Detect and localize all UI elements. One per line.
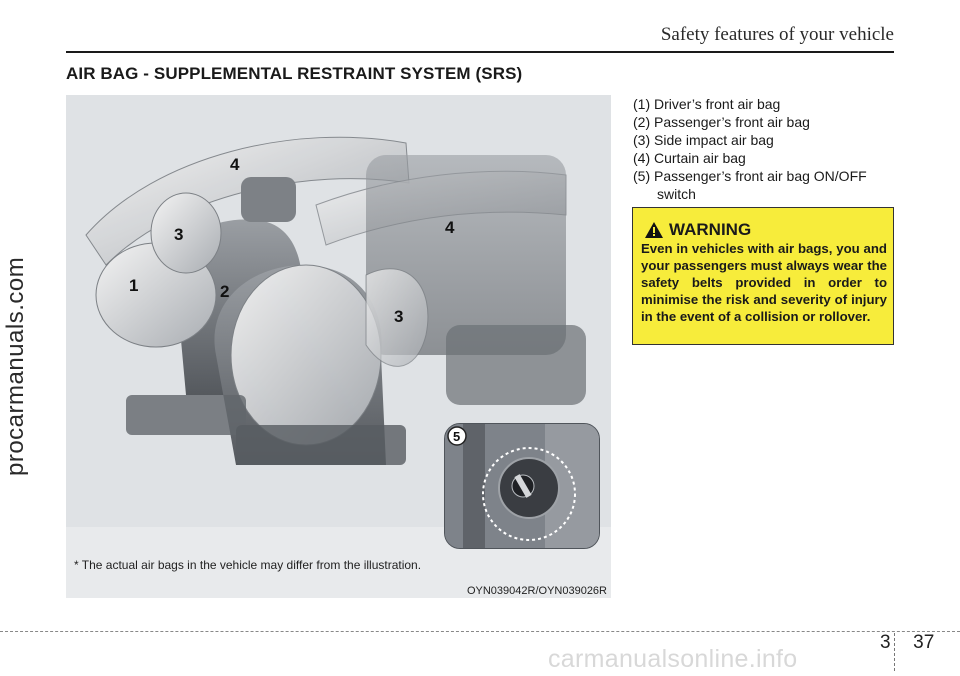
label-3-front: 3 (174, 225, 183, 244)
legend-item: (4) Curtain air bag (633, 150, 746, 166)
illustration-note: * The actual air bags in the vehicle may… (74, 558, 422, 572)
label-1: 1 (129, 276, 138, 295)
header-rule (66, 51, 894, 53)
bottom-watermark: carmanualsonline.info (548, 645, 798, 673)
label-3-rear: 3 (394, 307, 403, 326)
airbag-drawing: 1 2 3 4 3 4 (85, 136, 586, 465)
label-2: 2 (220, 282, 229, 301)
legend-item: (1) Driver’s front air bag (633, 96, 781, 112)
side-watermark: procarmanuals.com (2, 256, 29, 476)
legend-item: (2) Passenger’s front air bag (633, 114, 810, 130)
section-title: AIR BAG - SUPPLEMENTAL RESTRAINT SYSTEM … (66, 64, 523, 83)
front-side-airbag-shape (150, 192, 222, 274)
header-title: Safety features of your vehicle (660, 24, 894, 45)
image-code: OYN039042R/OYN039026R (466, 585, 607, 597)
airbag-legend: (1) Driver’s front air bag (2) Passenger… (633, 95, 903, 203)
onoff-switch-drawing: 5 (445, 424, 599, 548)
warning-header: WARNING (645, 220, 751, 240)
airbag-illustration: 1 2 3 4 3 4 5 * The actual air bags in t… (66, 95, 611, 598)
warning-box: WARNING Even in vehicles with air bags, … (632, 207, 894, 345)
legend-item: (5) Passenger’s front air bag ON/OFF swi… (633, 168, 867, 202)
chapter-number: 3 (880, 632, 891, 653)
warning-text: Even in vehicles with air bags, you and … (641, 241, 887, 324)
legend-item: (3) Side impact air bag (633, 132, 774, 148)
footer-rule (0, 631, 960, 632)
switch-inset: 5 (444, 423, 600, 549)
passenger-front-airbag-shape (230, 264, 382, 446)
rear-side-airbag-shape (365, 268, 429, 367)
warning-title: WARNING (669, 220, 752, 239)
label-4-rear: 4 (445, 218, 455, 237)
headrest-shape (241, 177, 296, 222)
warning-triangle-icon (645, 222, 663, 238)
page-index: 37 (913, 632, 935, 653)
label-4-front: 4 (230, 155, 240, 174)
label-5: 5 (453, 429, 460, 444)
page-number: 3 37 (880, 632, 934, 654)
page-number-separator (894, 633, 896, 671)
